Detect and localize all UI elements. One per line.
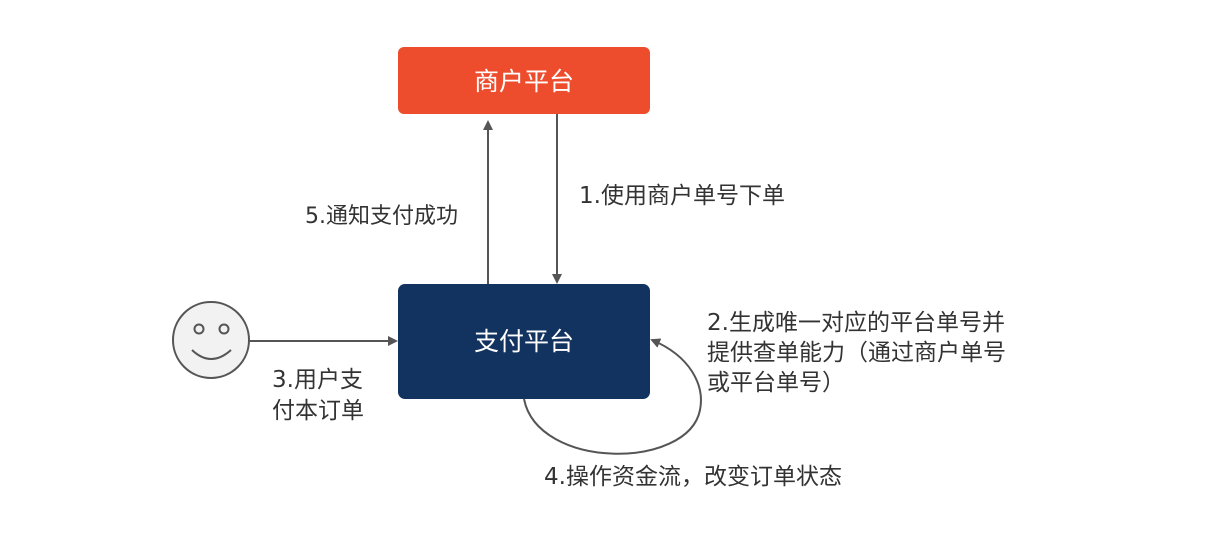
generate-number-label-line-3: 或平台单号） xyxy=(707,370,845,396)
user-pay-label-line-1: 3.用户支 xyxy=(272,367,363,393)
merchant-platform-label: 商户平台 xyxy=(474,67,574,96)
payment-platform-box xyxy=(398,284,650,399)
smiley-face-icon xyxy=(172,301,250,379)
place-order-label: 1.使用商户单号下单 xyxy=(579,183,785,209)
user-pay-label-line-2: 付本订单 xyxy=(272,398,364,424)
operate-funds-loop-arrow xyxy=(523,338,702,455)
payment-platform-node: 支付平台 xyxy=(398,284,650,399)
operate-funds-label: 4.操作资金流，改变订单状态 xyxy=(544,464,842,490)
generate-number-label-line-1: 2.生成唯一对应的平台单号并 xyxy=(707,310,1005,336)
notify-success-label: 5.通知支付成功 xyxy=(305,204,458,229)
merchant-platform-node: 商户平台 xyxy=(398,47,650,114)
payment-platform-label: 支付平台 xyxy=(474,327,574,356)
generate-number-label-line-2: 提供查单能力（通过商户单号 xyxy=(707,340,1006,366)
merchant-platform-box xyxy=(398,47,650,114)
